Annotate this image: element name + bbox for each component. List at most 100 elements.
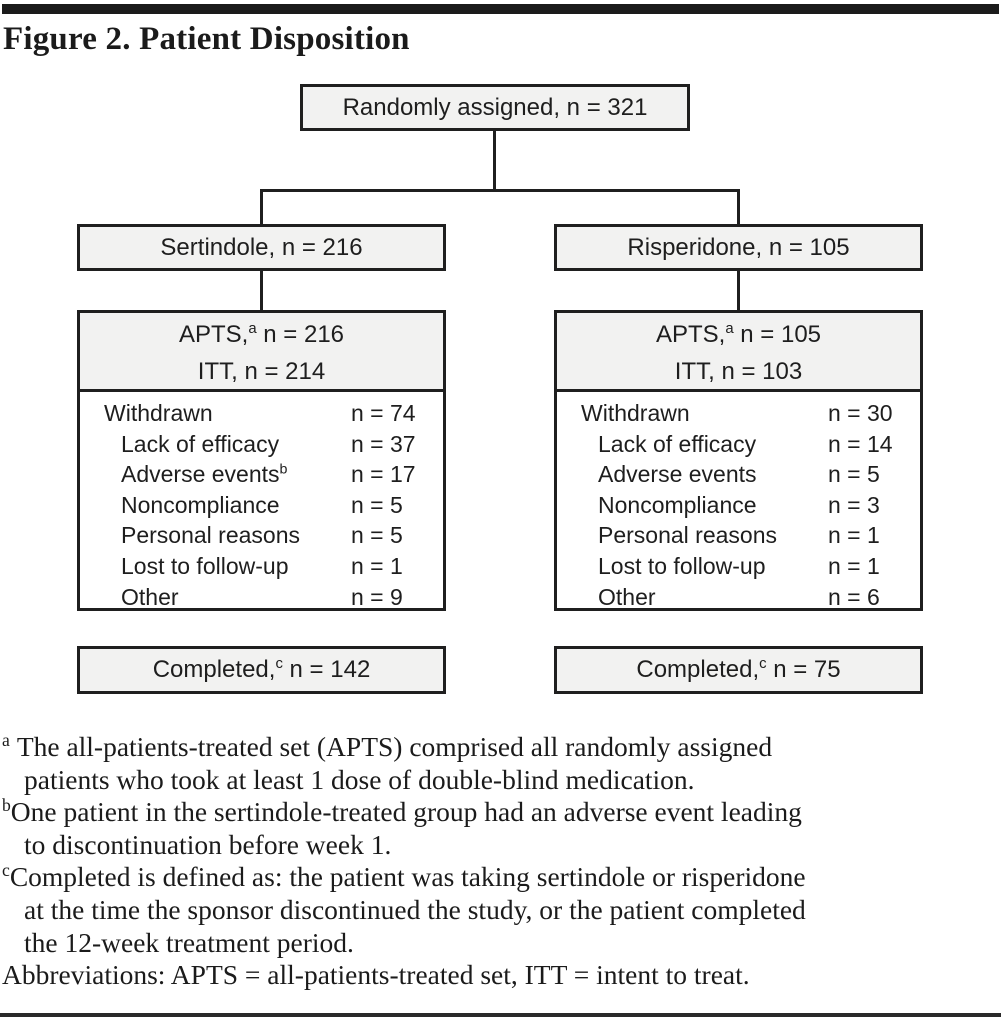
row-value: n = 1 xyxy=(828,552,880,579)
footnote-line: a The all-patients-treated set (APTS) com… xyxy=(2,731,1001,764)
footnote-marker: a xyxy=(2,729,10,750)
row-label: Lost to follow-up xyxy=(80,551,351,582)
connector-left-vertical xyxy=(260,271,263,310)
apts-footnote-marker: a xyxy=(725,321,734,337)
completed-label: Completed,c n = 142 xyxy=(153,656,371,684)
row-label: Other xyxy=(80,582,351,613)
table-row: Lost to follow-up n = 1 xyxy=(80,551,443,582)
footnote-line: patients who took at least 1 dose of dou… xyxy=(24,763,695,795)
completed-box-risperidone: Completed,c n = 75 xyxy=(554,646,923,694)
footnote-line: Abbreviations: APTS = all-patients-treat… xyxy=(2,959,750,991)
row-label: Other xyxy=(557,582,828,613)
row-label-text: Lack of efficacy xyxy=(121,430,280,457)
footnote-a: a The all-patients-treated set (APTS) com… xyxy=(2,731,1001,796)
completed-box-sertindole: Completed,c n = 142 xyxy=(77,646,446,694)
row-value: n = 9 xyxy=(351,583,403,610)
completed-footnote-marker: c xyxy=(759,656,767,672)
row-value: n = 14 xyxy=(828,430,893,457)
itt-line-sertindole: ITT, n = 214 xyxy=(197,358,326,385)
connector-left-drop xyxy=(260,189,263,224)
table-row: Personal reasons n = 5 xyxy=(80,520,443,551)
footnote-c: cCompleted is defined as: the patient wa… xyxy=(2,861,1001,959)
row-label-text: Noncompliance xyxy=(598,491,757,518)
apts-line-risperidone: APTS,a n = 105 xyxy=(557,316,920,353)
footnote-text: The all-patients-treated set (APTS) comp… xyxy=(16,731,773,762)
row-label: Withdrawn xyxy=(557,398,828,429)
sertindole-box: Sertindole, n = 216 xyxy=(77,224,446,271)
row-label-text: Other xyxy=(121,583,179,610)
row-label-text: Other xyxy=(598,583,656,610)
apts-withdrawn-box-sertindole: APTS,a n = 216 ITT, n = 214 Withdrawn n =… xyxy=(77,310,446,611)
footnote-line: the 12-week treatment period. xyxy=(24,926,354,958)
table-row: Personal reasons n = 1 xyxy=(557,520,920,551)
row-value: n = 74 xyxy=(351,400,416,426)
row-value: n = 1 xyxy=(828,522,880,549)
apts-withdrawn-box-risperidone: APTS,a n = 105 ITT, n = 103 Withdrawn n =… xyxy=(554,310,923,611)
row-label-text: Adverse events xyxy=(121,461,280,488)
sertindole-label: Sertindole, n = 216 xyxy=(160,233,363,261)
completed-footnote-marker: c xyxy=(275,656,283,672)
apts-n: n = 216 xyxy=(256,321,345,348)
footnote-text: One patient in the sertindole-treated gr… xyxy=(10,796,802,828)
row-label-text: Personal reasons xyxy=(121,522,300,549)
table-row: Other n = 9 xyxy=(80,582,443,613)
footnote-line: to discontinuation before week 1. xyxy=(24,828,392,860)
row-label: Lack of efficacy xyxy=(557,429,828,460)
risperidone-box: Risperidone, n = 105 xyxy=(554,224,923,271)
table-row: Withdrawn n = 30 xyxy=(557,398,920,429)
randomized-label: Randomly assigned, n = 321 xyxy=(342,93,648,121)
table-row: Lack of efficacy n = 14 xyxy=(557,429,920,460)
randomized-box: Randomly assigned, n = 321 xyxy=(300,84,690,131)
apts-line-sertindole: APTS,a n = 216 xyxy=(80,316,443,353)
row-value: n = 3 xyxy=(828,491,880,518)
row-label-text: Personal reasons xyxy=(598,522,777,549)
footnote-b: bOne patient in the sertindole-treated g… xyxy=(2,796,1001,861)
completed-n: n = 142 xyxy=(282,656,371,683)
risperidone-label: Risperidone, n = 105 xyxy=(627,233,850,261)
footnote-text: Completed is defined as: the patient was… xyxy=(9,861,806,893)
completed-text: Completed, xyxy=(636,656,760,683)
apts-text: APTS, xyxy=(178,321,249,348)
footnote-line: cCompleted is defined as: the patient wa… xyxy=(2,861,1001,894)
row-value: n = 6 xyxy=(828,583,880,610)
row-label-text: Lost to follow-up xyxy=(121,552,289,579)
connector-top-vertical xyxy=(493,131,496,192)
row-footnote-marker: b xyxy=(279,461,288,478)
connector-branch-horizontal xyxy=(260,189,740,192)
connector-right-vertical xyxy=(737,271,740,310)
row-label: Noncompliance xyxy=(557,490,828,521)
footnote-marker: c xyxy=(2,860,10,881)
apts-footnote-marker: a xyxy=(248,321,257,337)
apts-header-risperidone: APTS,a n = 105 ITT, n = 103 xyxy=(557,313,920,392)
completed-text: Completed, xyxy=(152,656,276,683)
row-value: n = 30 xyxy=(828,400,893,426)
withdrawn-list-risperidone: Withdrawn n = 30 Lack of efficacy n = 14 A… xyxy=(557,392,920,612)
row-value: n = 17 xyxy=(351,461,416,488)
row-label-text: Lack of efficacy xyxy=(598,430,757,457)
row-value: n = 5 xyxy=(351,522,403,549)
connector-right-drop xyxy=(737,189,740,224)
row-label-text: Withdrawn xyxy=(104,400,213,426)
completed-label: Completed,c n = 75 xyxy=(636,656,840,684)
row-label-text: Adverse events xyxy=(598,461,757,488)
table-row: Lost to follow-up n = 1 xyxy=(557,551,920,582)
row-label-text: Withdrawn xyxy=(581,400,690,426)
table-row: Withdrawn n = 74 xyxy=(80,398,443,429)
row-label: Personal reasons xyxy=(80,520,351,551)
bottom-rule xyxy=(0,1013,1001,1017)
abbreviations-note: Abbreviations: APTS = all-patients-treat… xyxy=(2,959,1001,992)
row-value: n = 1 xyxy=(351,552,403,579)
row-label-text: Noncompliance xyxy=(121,491,280,518)
row-label: Noncompliance xyxy=(80,490,351,521)
row-label: Adverse events xyxy=(557,459,828,490)
row-label: Lost to follow-up xyxy=(557,551,828,582)
row-label-text: Lost to follow-up xyxy=(598,552,766,579)
apts-n: n = 105 xyxy=(733,321,822,348)
itt-line-risperidone: ITT, n = 103 xyxy=(674,358,803,385)
footnote-line: at the time the sponsor discontinued the… xyxy=(24,893,806,925)
